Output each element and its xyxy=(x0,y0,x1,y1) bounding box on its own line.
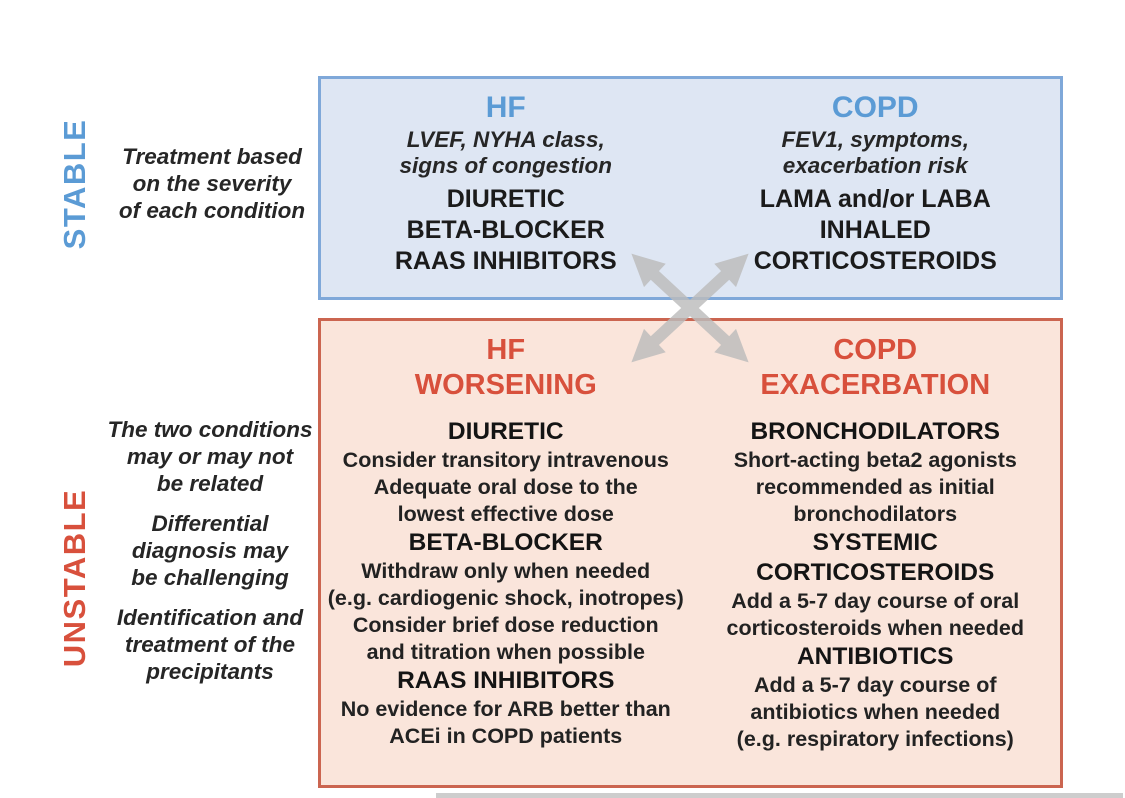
stable-copd-title: COPD xyxy=(831,91,919,124)
section-line: recommended as initial xyxy=(755,475,995,499)
criteria-line: LVEF, NYHA class, xyxy=(406,127,605,152)
section-line: ACEi in COPD patients xyxy=(389,724,623,748)
unstable-note-paragraph: The two conditions may or may not be rel… xyxy=(100,416,320,497)
title-line: EXACERBATION xyxy=(760,369,991,401)
unstable-panel: HF WORSENING DIURETIC Consider transitor… xyxy=(318,318,1063,788)
section-line: (e.g. respiratory infections) xyxy=(736,727,1014,751)
section-heading: RAAS INHIBITORS xyxy=(397,667,615,694)
treatment-item: INHALED xyxy=(819,216,931,244)
section-line: No evidence for ARB better than xyxy=(340,697,671,721)
section-line: Consider transitory intravenous xyxy=(342,448,669,472)
note-line: may or may not xyxy=(126,444,294,469)
unstable-note-paragraph: Identification and treatment of the prec… xyxy=(100,604,320,685)
section-line: Add a 5-7 day course of xyxy=(753,673,997,697)
treatment-item: LAMA and/or LABA xyxy=(759,185,991,213)
unstable-hf-column: HF WORSENING DIURETIC Consider transitor… xyxy=(321,321,691,785)
section-line: bronchodilators xyxy=(793,502,958,526)
title-line: WORSENING xyxy=(414,369,597,401)
unstable-copd-title: COPD EXACERBATION xyxy=(691,333,1061,403)
section-line: and titration when possible xyxy=(366,640,645,664)
crossed-arrows-icon xyxy=(631,253,749,363)
stable-side-note: Treatment based on the severity of each … xyxy=(103,143,321,224)
section-heading: DIURETIC xyxy=(447,418,564,445)
unstable-side-notes: The two conditions may or may not be rel… xyxy=(100,416,320,698)
criteria-line: FEV1, symptoms, xyxy=(781,127,970,152)
section-heading: BETA-BLOCKER xyxy=(408,529,603,556)
bottom-edge-line xyxy=(436,793,1123,798)
unstable-copd-column: COPD EXACERBATION BRONCHODILATORS Short-… xyxy=(691,321,1061,785)
section-line: corticosteroids when needed xyxy=(726,616,1024,640)
treatment-item: RAAS INHIBITORS xyxy=(394,247,617,275)
section-line: Adequate oral dose to the xyxy=(373,475,638,499)
section-line: (e.g. cardiogenic shock, inotropes) xyxy=(327,586,684,610)
treatment-item: BETA-BLOCKER xyxy=(406,216,605,244)
section-line: Withdraw only when needed xyxy=(361,559,651,583)
stable-hf-title: HF xyxy=(485,91,526,124)
note-line: The two conditions xyxy=(107,417,313,442)
title-line: HF xyxy=(486,334,526,366)
stable-hf-criteria: LVEF, NYHA class, signs of congestion xyxy=(321,127,691,179)
note-line: precipitants xyxy=(146,659,274,684)
criteria-line: exacerbation risk xyxy=(782,153,968,178)
criteria-line: signs of congestion xyxy=(399,153,612,178)
section-line: Consider brief dose reduction xyxy=(352,613,659,637)
section-heading: BRONCHODILATORS xyxy=(750,418,1001,445)
stable-hf-column: HF LVEF, NYHA class, signs of congestion… xyxy=(321,79,691,297)
section-line: Add a 5-7 day course of oral xyxy=(731,589,1020,613)
note-line: Treatment based xyxy=(122,144,302,169)
section-line: Short-acting beta2 agonists xyxy=(733,448,1017,472)
note-line: Identification and xyxy=(116,605,304,630)
note-line: of each condition xyxy=(118,198,306,223)
section-line: antibiotics when needed xyxy=(750,700,1001,724)
note-line: diagnosis may xyxy=(131,538,289,563)
title-line: COPD xyxy=(833,334,918,366)
stable-copd-criteria: FEV1, symptoms, exacerbation risk xyxy=(691,127,1061,179)
section-line: lowest effective dose xyxy=(397,502,614,526)
treatment-item: DIURETIC xyxy=(446,185,565,213)
stable-panel: HF LVEF, NYHA class, signs of congestion… xyxy=(318,76,1063,300)
note-line: Differential xyxy=(151,511,269,536)
note-line: on the severity xyxy=(132,171,292,196)
unstable-rail-label: UNSTABLE xyxy=(57,488,92,668)
note-line: be related xyxy=(156,471,264,496)
note-line: treatment of the xyxy=(124,632,295,657)
section-heading: ANTIBIOTICS xyxy=(796,643,954,670)
section-heading: CORTICOSTEROIDS xyxy=(756,559,995,586)
treatment-item: CORTICOSTEROIDS xyxy=(753,247,997,275)
unstable-note-paragraph: Differential diagnosis may be challengin… xyxy=(100,510,320,591)
section-heading: SYSTEMIC xyxy=(812,529,938,556)
stable-copd-column: COPD FEV1, symptoms, exacerbation risk L… xyxy=(691,79,1061,297)
note-line: be challenging xyxy=(131,565,289,590)
stable-rail-label: STABLE xyxy=(57,118,92,250)
unstable-hf-title: HF WORSENING xyxy=(321,333,691,403)
